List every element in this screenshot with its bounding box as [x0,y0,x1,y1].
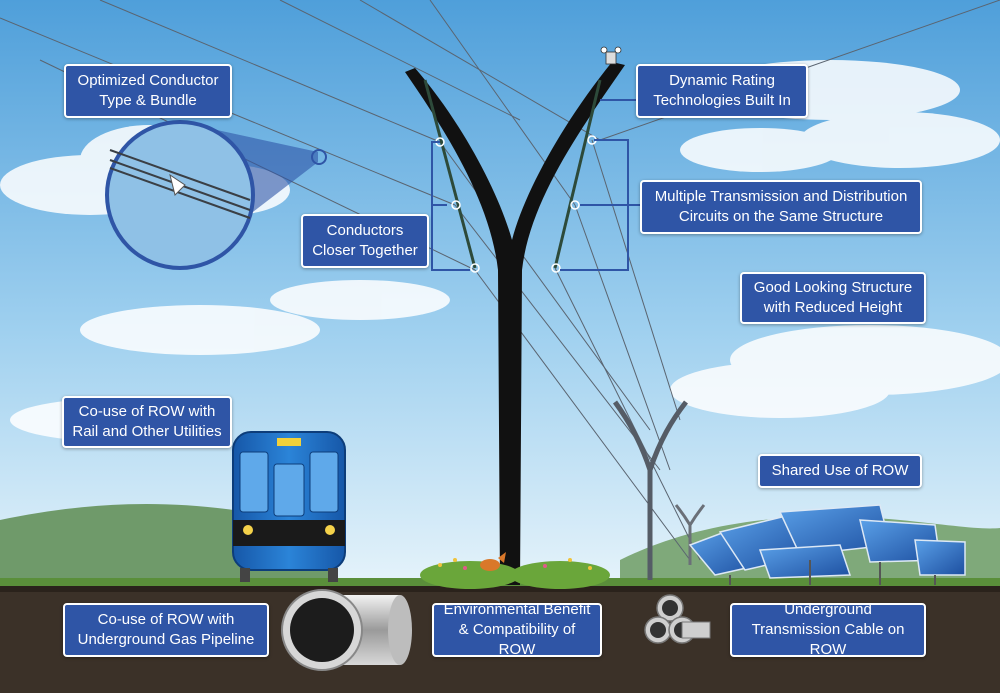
train-icon [232,431,346,582]
small-tower-icon [612,400,688,580]
solar-panel-icon [688,504,966,579]
label-underground-cable: Underground Transmission Cable on ROW [730,601,926,658]
weather-sensor-icon [600,46,622,65]
label-good-looking-structure: Good Looking Structure with Reduced Heig… [740,272,926,324]
label-optimized-conductor: Optimized Conductor Type & Bundle [64,64,232,118]
gas-pipe-icon [281,589,412,671]
label-environmental-benefit: Environmental Benefit & Compatibility of… [432,601,602,658]
label-multiple-circuits: Multiple Transmission and Distribution C… [640,180,922,234]
label-conductors-closer: Conductors Closer Together [301,214,429,268]
label-co-use-gas: Co-use of ROW with Underground Gas Pipel… [63,603,269,657]
conductor-zoom-icon [105,120,327,270]
underground-cable-icon [644,594,711,644]
label-co-use-rail: Co-use of ROW with Rail and Other Utilit… [62,396,232,448]
transmission-tower-icon [405,62,625,585]
label-shared-use: Shared Use of ROW [758,454,922,488]
label-dynamic-rating: Dynamic Rating Technologies Built In [636,64,808,118]
callout-brackets [431,99,640,271]
fox-icon [480,552,506,571]
